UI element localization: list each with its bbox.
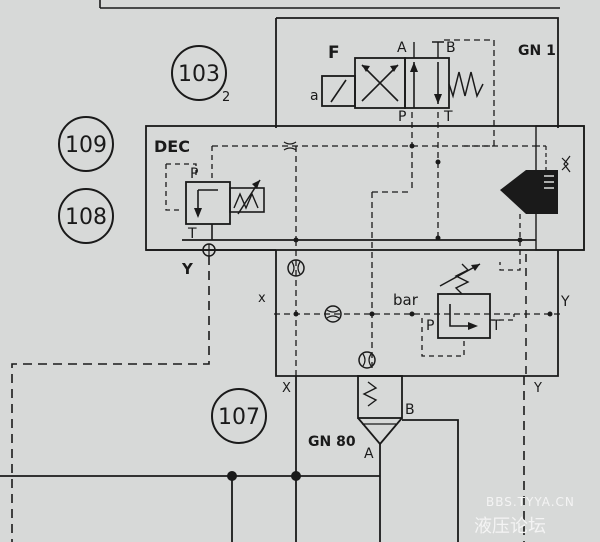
label-port-x-bottom: X xyxy=(282,381,291,396)
label-solenoid-a: a xyxy=(310,88,319,104)
label-port-b-gn80: B xyxy=(405,402,415,418)
callout-103-suffix: 2 xyxy=(222,90,230,105)
label-port-a-top: A xyxy=(397,40,407,56)
label-dec: DEC xyxy=(154,137,190,156)
junction-dot xyxy=(227,471,237,481)
label-port-x-small: x xyxy=(258,291,266,306)
callout-108: 108 xyxy=(65,205,107,230)
label-port-t-bar: T xyxy=(491,318,501,334)
label-valve-f: F xyxy=(328,43,340,63)
valve-ports-dashed xyxy=(411,112,439,238)
internal-junctions xyxy=(293,143,553,317)
label-port-a-gn80: A xyxy=(364,446,374,462)
callout-109: 109 xyxy=(65,133,107,158)
cartridge-valve-right xyxy=(500,155,571,214)
gn-main-block xyxy=(275,17,559,377)
callout-107: 107 xyxy=(218,405,260,430)
dec-pressure-valve xyxy=(185,179,265,240)
callout-108-circle xyxy=(58,188,114,244)
callout-103: 103 xyxy=(178,62,220,87)
top-border-fragment xyxy=(99,0,560,9)
callout-107-circle xyxy=(211,388,267,444)
label-port-p-dec: P xyxy=(190,166,198,182)
callout-109-circle xyxy=(58,116,114,172)
watermark-en: BBS.TYYA.CN xyxy=(486,495,575,509)
label-port-y-left: Y xyxy=(181,260,194,278)
label-port-t-top: T xyxy=(443,109,453,125)
label-port-t-dec: T xyxy=(187,226,197,242)
label-gn80: GN 80 xyxy=(308,434,356,450)
label-port-b-top: B xyxy=(446,40,456,56)
label-bar: bar xyxy=(393,291,419,309)
callout-103-circle xyxy=(171,45,227,101)
directional-valve-f xyxy=(321,41,484,109)
orifice-symbols xyxy=(283,141,376,369)
gn80-cartridge xyxy=(357,375,459,542)
y-drain-dashed xyxy=(11,256,210,542)
label-port-y-right: Y xyxy=(560,294,570,310)
pilot-line-x xyxy=(371,191,412,372)
label-gn-top: GN 1 xyxy=(518,43,556,59)
label-port-p-bar: P xyxy=(426,318,434,334)
watermark-cn: 液压论坛 xyxy=(474,516,546,537)
junction-dot xyxy=(291,471,301,481)
relief-valve-bar xyxy=(421,263,515,357)
label-port-p-top: P xyxy=(398,109,406,125)
label-port-y-bottom: Y xyxy=(533,381,542,396)
